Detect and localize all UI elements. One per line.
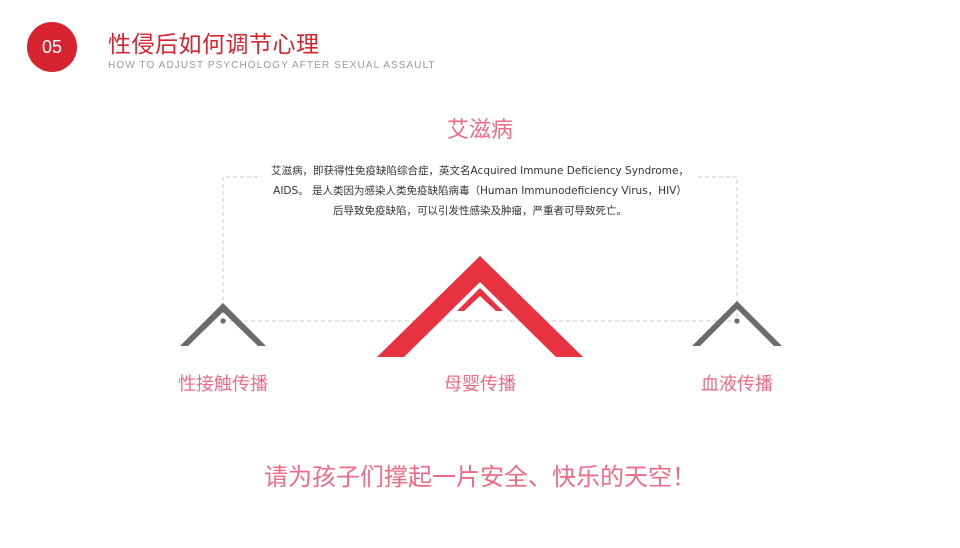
page-subtitle: HOW TO ADJUST PSYCHOLOGY AFTER SEXUAL AS… [108, 60, 436, 71]
page-title: 性侵后如何调节心理 [108, 32, 320, 58]
description-line: AIDS。 是人类因为感染人类免疫缺陷病毒（Human Immunodefici… [273, 185, 687, 197]
item-label-mother-to-child: 母婴传播 [444, 374, 516, 395]
section-number-badge: 05 [27, 22, 77, 72]
topic-description: 艾滋病，即获得性免疫缺陷综合症，英文名Acquired Immune Defic… [262, 161, 698, 221]
description-line: 后导致免疫缺陷，可以引发性感染及肿瘤，严重者可导致死亡。 [333, 205, 627, 217]
left-gray-roof-icon [180, 303, 266, 346]
item-label-blood: 血液传播 [701, 374, 773, 395]
slogan: 请为孩子们撑起一片安全、快乐的天空！ [264, 463, 696, 491]
description-line: 艾滋病，即获得性免疫缺陷综合症，英文名Acquired Immune Defic… [271, 165, 689, 177]
center-roof-inner-chevron [457, 288, 503, 311]
right-gray-roof-icon [692, 301, 782, 346]
item-label-sexual-contact: 性接触传播 [178, 374, 268, 395]
left-roof-dot [220, 318, 226, 324]
dashed-connector-frame [222, 176, 738, 322]
center-red-roof-icon [377, 256, 583, 357]
topic-heading: 艾滋病 [446, 118, 513, 143]
right-roof-dot [734, 318, 740, 324]
